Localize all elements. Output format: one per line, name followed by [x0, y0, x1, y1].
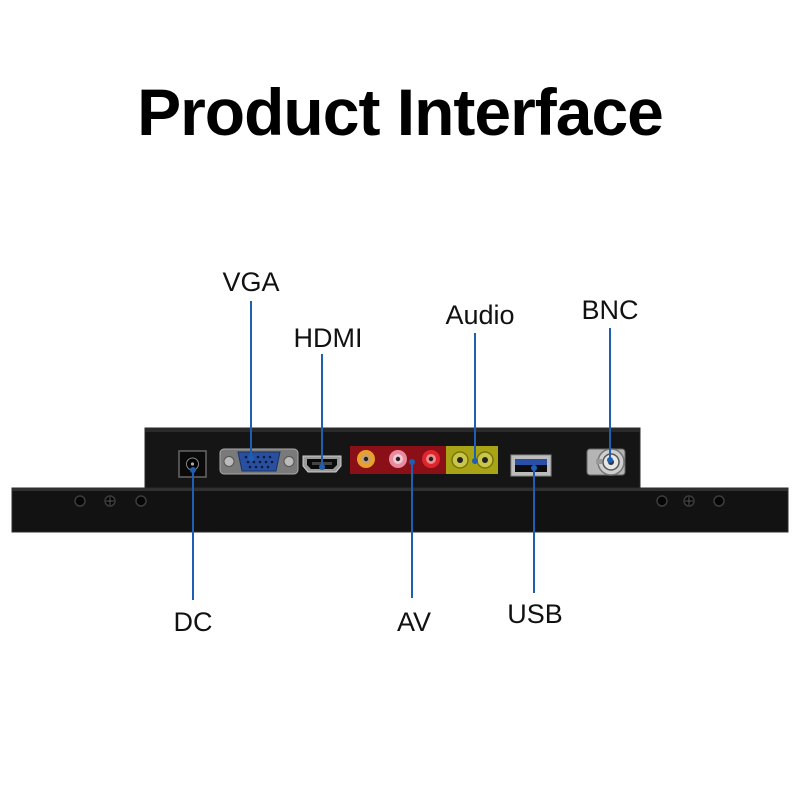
rca-jacks-icon: [350, 446, 446, 474]
bnc-connector-icon: [586, 448, 626, 476]
vga-port-icon: [219, 448, 299, 475]
audio-jacks-icon: [446, 446, 498, 474]
av-label: AV: [396, 607, 432, 637]
leader-lines: [190, 301, 613, 600]
audio-label: Audio: [445, 300, 515, 330]
usb-label: USB: [507, 599, 563, 629]
bezel-bar: [11, 487, 789, 533]
vga-label: VGA: [222, 267, 280, 297]
dc-label: DC: [173, 607, 213, 637]
screw-hole-icon: [74, 495, 147, 507]
hdmi-label: HDMI: [293, 323, 363, 353]
bnc-label: BNC: [581, 295, 639, 325]
page-title: Product Interface: [137, 75, 664, 149]
usb-port-icon: [510, 454, 552, 477]
screw-hole-icon: [656, 495, 725, 507]
